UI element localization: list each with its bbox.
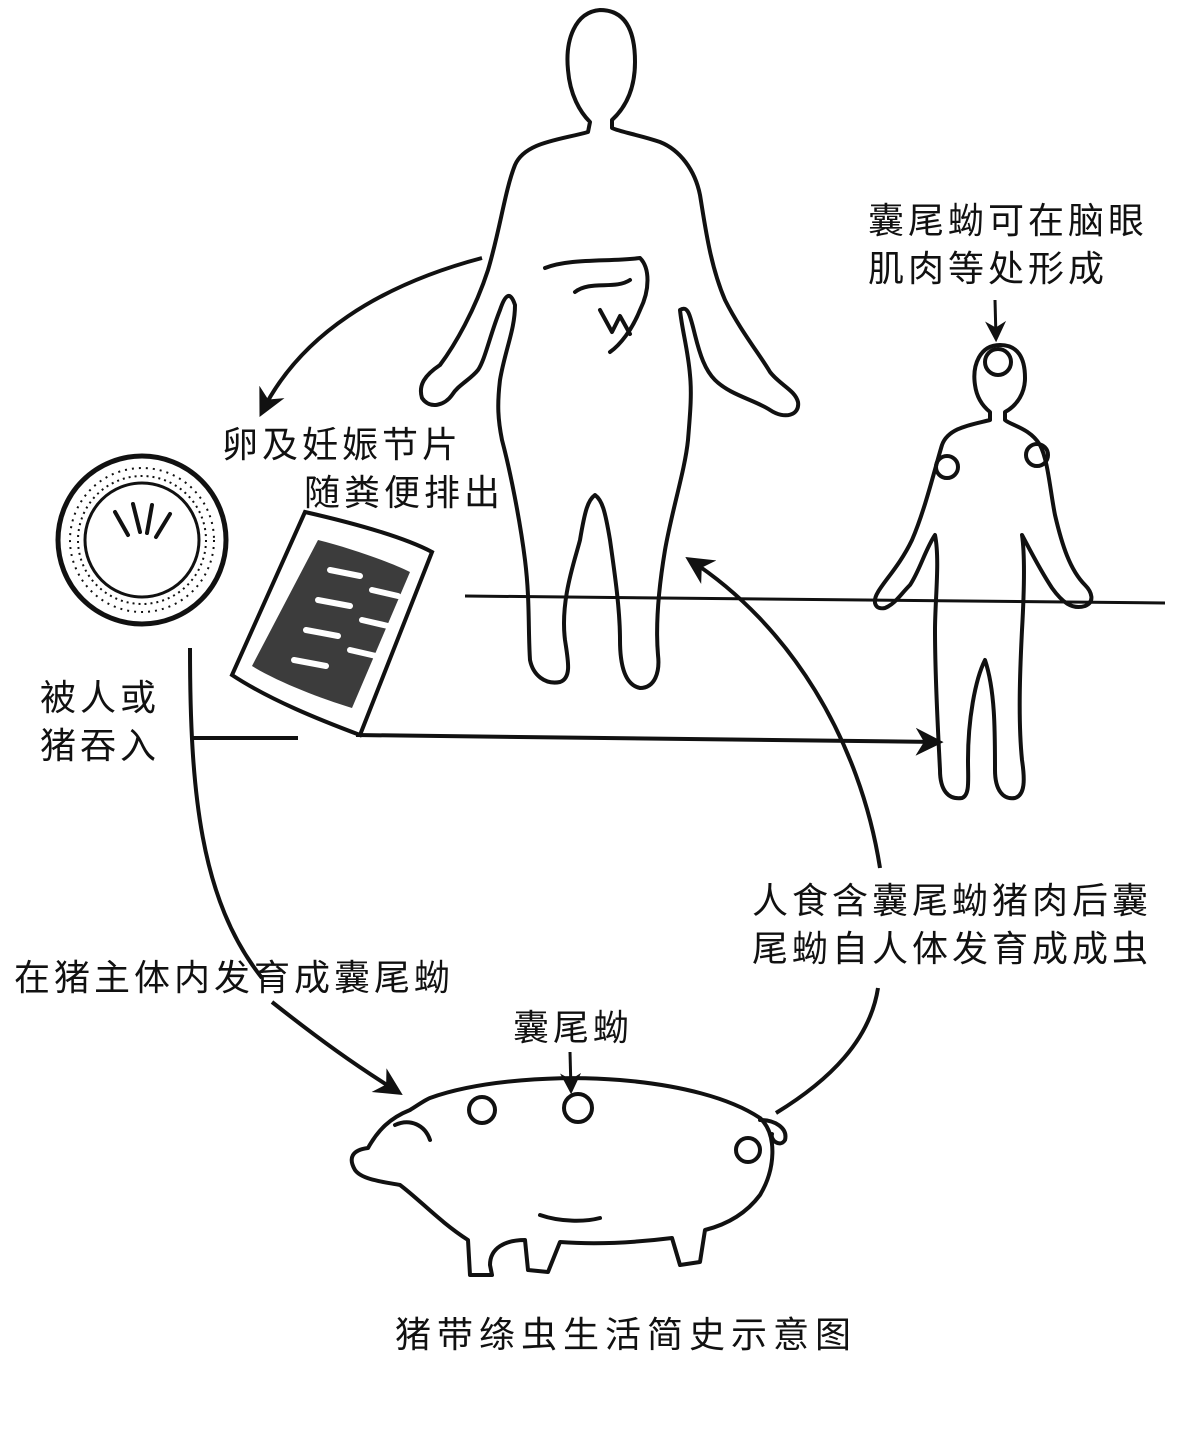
label-eggs-line2: 随粪便排出 — [304, 473, 505, 514]
pig-figure — [349, 1076, 788, 1277]
label-human-eats: 人食含囊尾蚴猪肉后囊 尾蚴自人体发育成成虫 — [752, 878, 1152, 974]
adult-human-figure — [419, 8, 801, 690]
label-brain-eye: 囊尾蚴可在脑眼 肌肉等处形成 — [868, 198, 1148, 294]
label-eggs: 卵及妊娠节片 随粪便排出 — [222, 422, 504, 518]
label-brain-eye-line1: 囊尾蚴可在脑眼 — [868, 201, 1149, 242]
arrow-to-pig-cyst — [560, 1051, 582, 1095]
label-pig-develops-text: 在猪主体内发育成囊尾蚴 — [14, 958, 455, 999]
label-swallow: 被人或 猪吞入 — [40, 675, 160, 771]
arrow-to-infected-human — [355, 727, 944, 756]
arrow-to-brain — [985, 299, 1007, 343]
infected-human-figure — [872, 343, 1094, 801]
label-eggs-line1: 卵及妊娠节片 — [222, 425, 463, 466]
arrow-egg-down — [188, 647, 264, 980]
label-cysticercus: 囊尾蚴 — [513, 1005, 633, 1053]
arrow-to-adult-human — [685, 556, 882, 869]
label-human-eats-line2: 尾蚴自人体发育成成虫 — [752, 929, 1153, 970]
ground-line — [464, 594, 1166, 605]
arrow-to-pig — [270, 1000, 403, 1095]
label-brain-eye-line2: 肌肉等处形成 — [868, 249, 1109, 290]
label-human-eats-line1: 人食含囊尾蚴猪肉后囊 — [752, 881, 1153, 922]
figure-caption-text: 猪带绦虫生活简史示意图 — [395, 1315, 858, 1356]
label-cysticercus-text: 囊尾蚴 — [513, 1008, 634, 1049]
arrow-pig-up — [774, 987, 880, 1115]
gravid-proglottid — [229, 509, 435, 738]
label-swallow-line2: 猪吞入 — [40, 726, 161, 767]
label-swallow-line1: 被人或 — [40, 678, 161, 719]
figure-caption: 猪带绦虫生活简史示意图 — [395, 1312, 857, 1360]
tapeworm-egg — [55, 453, 229, 627]
label-pig-develops: 在猪主体内发育成囊尾蚴 — [14, 955, 454, 1003]
arrow-to-egg — [259, 256, 483, 418]
